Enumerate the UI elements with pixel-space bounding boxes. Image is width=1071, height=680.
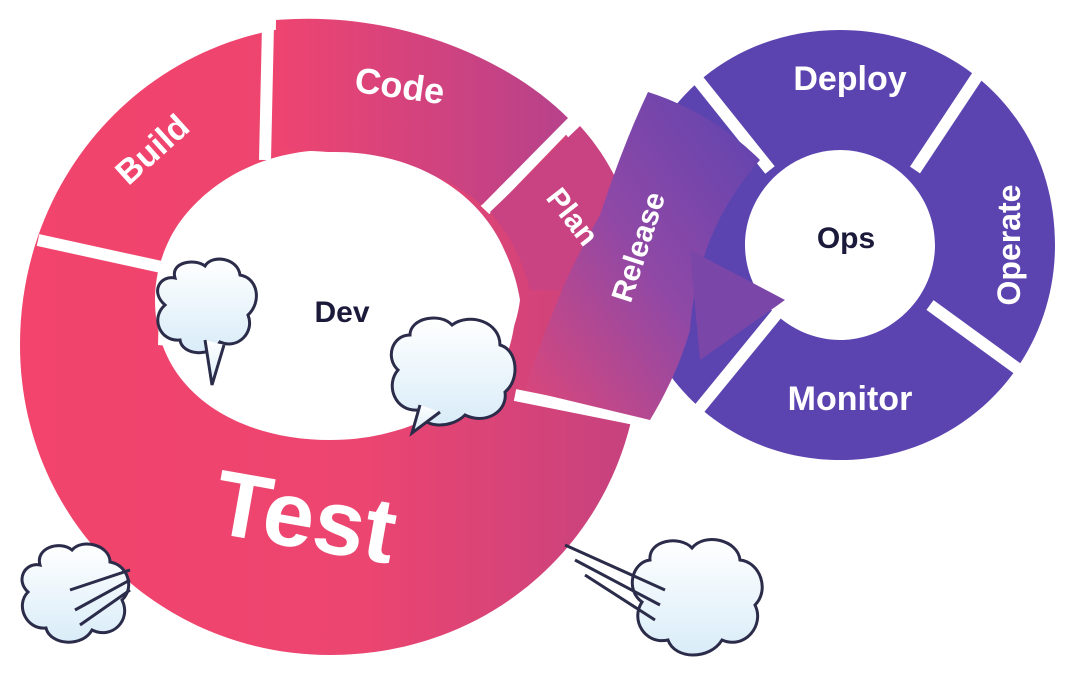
stage-label-deploy: Deploy xyxy=(793,60,906,98)
steam-cloud-center xyxy=(389,316,517,437)
release-segment xyxy=(525,92,760,420)
release-arrow-tip xyxy=(690,250,785,360)
ops-divider-deploy-operate xyxy=(910,56,993,174)
dev-divider-test-plan xyxy=(513,389,642,426)
hub-label-dev: Dev xyxy=(314,296,369,329)
ops-divider-operate-monitor xyxy=(926,300,1044,390)
dev-divider-code-plan xyxy=(480,115,577,215)
stage-label-operate: Operate xyxy=(991,185,1027,306)
code-segment xyxy=(274,18,568,205)
steam-cloud-left-top xyxy=(156,257,258,386)
hub-label-ops: Ops xyxy=(817,222,875,255)
steam-cloud-bottom-right xyxy=(564,538,764,657)
ops-divider-monitor-release xyxy=(685,306,785,424)
stage-label-monitor: Monitor xyxy=(788,380,913,418)
ops-loop xyxy=(628,30,1055,460)
steam-cloud-bottom-left xyxy=(20,542,131,644)
dev-divider-build-code xyxy=(259,24,274,161)
ops-divider-release-deploy xyxy=(685,66,775,174)
ops-ring xyxy=(628,30,1055,460)
